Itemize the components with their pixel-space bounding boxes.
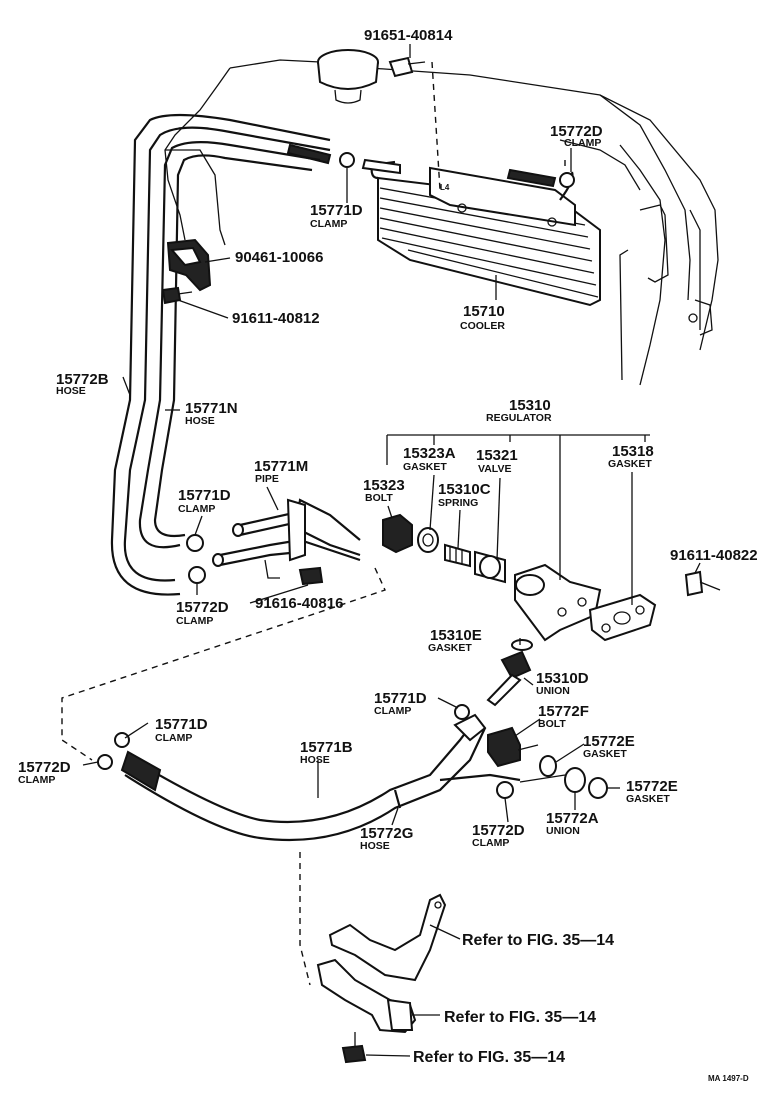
label-regulator: REGULATOR — [486, 412, 552, 424]
label-15710: 15710 — [463, 303, 505, 320]
label-cooler: COOLER — [460, 320, 505, 332]
bolt-91611-40822 — [684, 570, 721, 597]
label-15772D-left: 15772D — [18, 759, 71, 776]
label-15771B: 15771B — [300, 739, 353, 756]
lower-fittings — [97, 704, 608, 799]
label-15772A: 15772A — [546, 810, 599, 827]
bolt-bracket — [341, 1032, 367, 1064]
label-clamp-15771D-mid: CLAMP — [178, 503, 215, 515]
label-15771M: 15771M — [254, 458, 308, 475]
label-gasket-15323A: GASKET — [403, 461, 447, 473]
oil-cooler: L4 — [370, 160, 601, 307]
figure-code: MA 1497-D — [708, 1074, 749, 1083]
bracket-upper — [328, 893, 447, 982]
label-15772G: 15772G — [360, 825, 413, 842]
cooler-mark: L4 — [440, 183, 450, 192]
label-91611-40812: 91611-40812 — [232, 310, 320, 327]
label-15318: 15318 — [612, 443, 654, 460]
label-15771D-top: 15771D — [310, 202, 363, 219]
label-clamp-15772D-left: CLAMP — [18, 774, 55, 786]
label-15772E-a: 15772E — [583, 733, 635, 750]
label-clamp-15772D-low: CLAMP — [472, 837, 509, 849]
label-union-15310D: UNION — [536, 685, 570, 697]
label-clamp-15771D-low: CLAMP — [374, 705, 411, 717]
label-clamp-15772D-top: CLAMP — [564, 137, 601, 149]
radiator-outline — [164, 59, 719, 386]
radiator-cap — [317, 49, 379, 104]
bolt-91651-40814 — [388, 56, 426, 78]
label-15310E: 15310E — [430, 627, 482, 644]
label-hose-15772G: HOSE — [360, 840, 390, 852]
label-15771N: 15771N — [185, 400, 238, 417]
refer-to-fig-1: Refer to FIG. 35—14 — [462, 932, 614, 949]
refer-to-fig-2: Refer to FIG. 35—14 — [444, 1009, 596, 1026]
label-15310: 15310 — [509, 397, 551, 414]
union-15310D — [486, 639, 533, 707]
label-clamp-15771D-left: CLAMP — [155, 732, 192, 744]
label-union-15772A: UNION — [546, 825, 580, 837]
label-15323: 15323 — [363, 477, 405, 494]
label-gasket-15772E-b: GASKET — [626, 793, 670, 805]
leader-lines — [61, 44, 701, 1057]
label-15771D-low: 15771D — [374, 690, 427, 707]
label-gasket-15318: GASKET — [608, 458, 652, 470]
label-hose-15771N: HOSE — [185, 415, 215, 427]
cooler-hose-stubs — [286, 143, 575, 188]
label-pipe: PIPE — [255, 473, 279, 485]
label-hose-15772B: HOSE — [56, 385, 86, 397]
label-gasket-15310E: GASKET — [428, 642, 472, 654]
label-15772D-mid: 15772D — [176, 599, 229, 616]
label-bolt-15772F: BOLT — [538, 718, 566, 730]
label-clamp-15772D-mid: CLAMP — [176, 615, 213, 627]
label-15310C: 15310C — [438, 481, 491, 498]
label-91616-40816: 91616-40816 — [255, 595, 343, 612]
label-15771D-left: 15771D — [155, 716, 208, 733]
label-15772E-b: 15772E — [626, 778, 678, 795]
refer-to-fig-3: Refer to FIG. 35—14 — [413, 1049, 565, 1066]
label-bolt-15323: BOLT — [365, 492, 393, 504]
bolt-91611-40812 — [161, 286, 193, 305]
bracket-90461-10066 — [166, 238, 212, 292]
label-15772B: 15772B — [56, 371, 109, 388]
label-15321: 15321 — [476, 447, 518, 464]
regulator-assembly — [382, 513, 657, 642]
hoses-15772B-15771N — [110, 113, 331, 596]
label-valve: VALVE — [478, 463, 511, 475]
bracket-lower — [316, 958, 417, 1034]
label-91651-40814: 91651-40814 — [364, 27, 453, 44]
label-15323A: 15323A — [403, 445, 456, 462]
label-clamp-15771D-top: CLAMP — [310, 218, 347, 230]
label-91611-40822: 91611-40822 — [670, 547, 758, 564]
label-gasket-15772E-a: GASKET — [583, 748, 627, 760]
label-15772D-top: 15772D — [550, 123, 603, 140]
label-15771D-mid: 15771D — [178, 487, 231, 504]
hose-15771B — [120, 713, 521, 842]
label-90461-10066: 90461-10066 — [235, 249, 323, 266]
label-15772F: 15772F — [538, 703, 589, 720]
label-15772D-low: 15772D — [472, 822, 525, 839]
pipe-15771M — [212, 498, 361, 579]
label-spring: SPRING — [438, 497, 478, 509]
part-labels: 91651-40814 15772D CLAMP 15771D CLAMP 90… — [18, 27, 758, 1083]
label-15310D: 15310D — [536, 670, 589, 687]
label-hose-15771B: HOSE — [300, 754, 330, 766]
mid-clamps — [186, 534, 324, 586]
